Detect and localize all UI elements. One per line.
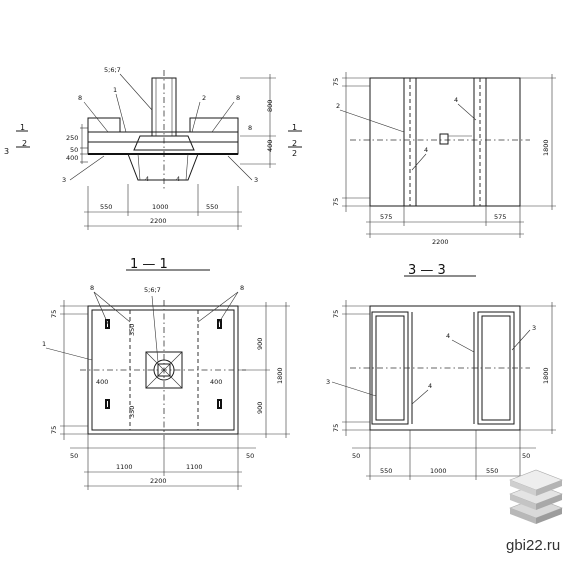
base-plate xyxy=(145,351,183,389)
s33-label-3-right: 3 xyxy=(532,324,536,332)
section-2-2: 2 4 4 75 75 1800 575 575 2200 xyxy=(332,72,556,246)
s33-label-3-left: 3 xyxy=(326,378,330,386)
plan-label-8-right: 8 xyxy=(240,284,244,292)
footing-rib xyxy=(127,153,199,181)
s33-dim-550-right: 550 xyxy=(486,467,498,475)
label-3-left: 3 xyxy=(62,176,66,184)
plan-dim-50-left: 50 xyxy=(70,452,78,460)
side-block-right xyxy=(189,117,239,133)
label-8-right: 8 xyxy=(236,94,240,102)
plan-dim-75-bottom: 75 xyxy=(50,426,58,434)
s22-dim-575-left: 575 xyxy=(380,213,392,221)
s22-dim-75-top: 75 xyxy=(332,78,340,86)
plan-dim-1100-right: 1100 xyxy=(186,463,203,471)
section-1-1: 5;6;7 8 1 2 8 3 3 4 4 250 50 400 800 400… xyxy=(4,66,302,272)
cut-3: 3 xyxy=(4,147,9,156)
dim-550-left: 550 xyxy=(100,203,112,211)
cut-1: 1 xyxy=(20,123,25,132)
plan-dim-900-top: 900 xyxy=(256,338,264,350)
s22-label-4-mid: 4 xyxy=(424,146,428,154)
dim-250: 250 xyxy=(66,134,78,142)
anchor-plate xyxy=(439,133,449,145)
plan-dim-1100-left: 1100 xyxy=(116,463,133,471)
cut-2: 2 xyxy=(22,139,27,148)
dim-800: 800 xyxy=(266,100,274,112)
dim-550-right: 550 xyxy=(206,203,218,211)
plan-dim-900-bottom: 900 xyxy=(256,402,264,414)
s33-dim-75-bottom: 75 xyxy=(332,424,340,432)
cut-1-right: 1 xyxy=(292,123,297,132)
stacked-slabs-logo-icon xyxy=(509,469,563,524)
label-4-right: 4 xyxy=(176,175,180,183)
cut-2-right: 2 xyxy=(292,139,297,148)
s22-label-4-top: 4 xyxy=(454,96,458,104)
plan-view: 8 5;6;7 8 1 350 350 400 400 75 75 900 90… xyxy=(42,284,290,490)
s33-dim-50-left: 50 xyxy=(352,452,360,460)
plan-dim-350-bottom: 350 xyxy=(128,406,136,418)
section-1-1-title: 1 — 1 xyxy=(130,257,168,272)
s33-dim-50-right: 50 xyxy=(522,452,530,460)
label-3-right: 3 xyxy=(254,176,258,184)
dim-1000: 1000 xyxy=(152,203,169,211)
plan-label-8-left: 8 xyxy=(90,284,94,292)
plan-dim-2200: 2200 xyxy=(150,477,167,485)
cut-2-b: 2 xyxy=(292,149,297,158)
label-1: 1 xyxy=(113,86,117,94)
beam-upper xyxy=(87,131,239,143)
dim-400: 400 xyxy=(66,154,78,162)
label-567: 5;6;7 xyxy=(104,66,121,74)
dim-400-right: 400 xyxy=(266,140,274,152)
plan-label-1: 1 xyxy=(42,340,46,348)
plan-dim-400-left: 400 xyxy=(96,378,108,386)
dim-2200: 2200 xyxy=(150,217,167,225)
s33-label-4-top: 4 xyxy=(446,332,450,340)
dim-50: 50 xyxy=(70,146,78,154)
section-3-3-title: 3 — 3 xyxy=(408,263,446,278)
label-4-left: 4 xyxy=(145,175,149,183)
s33-dim-75-top: 75 xyxy=(332,310,340,318)
s22-dim-75-bottom: 75 xyxy=(332,198,340,206)
section-3-3: 3 — 3 4 4 3 3 75 75 1800 xyxy=(326,263,556,480)
s22-label-2: 2 xyxy=(336,102,340,110)
slab-outline xyxy=(369,77,521,207)
s22-dim-1800: 1800 xyxy=(542,139,550,156)
beam-lower xyxy=(87,141,239,155)
plan-dim-350-top: 350 xyxy=(128,324,136,336)
s22-dim-2200: 2200 xyxy=(432,238,449,246)
label-2: 2 xyxy=(202,94,206,102)
watermark-text: gbi22.ru xyxy=(506,537,560,554)
column-section xyxy=(157,363,171,377)
plan-dim-50-right: 50 xyxy=(246,452,254,460)
s33-dim-1800: 1800 xyxy=(542,367,550,384)
s33-outline xyxy=(369,305,521,431)
s33-dim-550-left: 550 xyxy=(380,467,392,475)
dim-8-small: 8 xyxy=(248,124,252,132)
plan-label-567: 5;6;7 xyxy=(144,286,161,294)
column-base xyxy=(133,135,195,151)
s22-dim-575-right: 575 xyxy=(494,213,506,221)
plan-dim-75-top: 75 xyxy=(50,310,58,318)
plan-dim-400-right: 400 xyxy=(210,378,222,386)
side-block-left xyxy=(87,117,121,133)
plan-dim-1800: 1800 xyxy=(276,367,284,384)
s33-label-4-bottom: 4 xyxy=(428,382,432,390)
label-8-left: 8 xyxy=(78,94,82,102)
watermark: gbi22.ru xyxy=(506,469,563,554)
s33-dim-1000: 1000 xyxy=(430,467,447,475)
